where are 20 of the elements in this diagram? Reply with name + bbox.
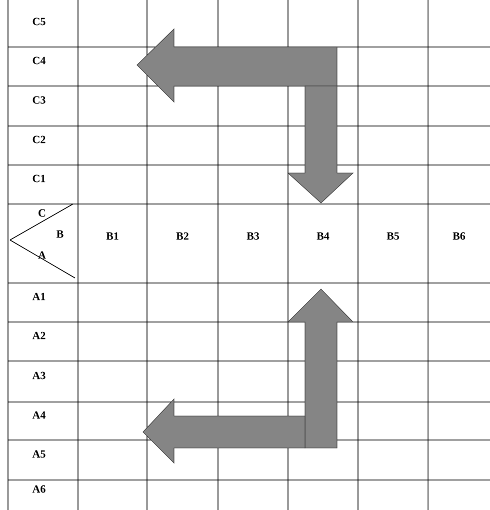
row-label: A4: [32, 411, 46, 419]
row-label: A1: [32, 292, 46, 300]
column-label: B3: [246, 232, 260, 240]
column-label: B2: [176, 232, 188, 240]
column-label: B5: [386, 232, 400, 240]
column-label: B6: [452, 232, 466, 240]
row-label: C1: [32, 174, 46, 182]
column-label: B1: [106, 232, 118, 240]
row-label: A2: [32, 332, 46, 340]
row-label: A3: [32, 372, 46, 380]
row-label: A5: [32, 450, 46, 458]
column-label: B4: [316, 232, 330, 240]
row-label: A6: [32, 485, 46, 493]
row-label: C2: [32, 136, 46, 144]
row-label: C3: [32, 96, 46, 104]
row-label: C4: [32, 56, 46, 64]
corner-label: B: [56, 230, 64, 238]
corner-label: C: [38, 209, 46, 217]
corner-label: A: [38, 251, 46, 259]
row-label: C5: [32, 18, 46, 26]
